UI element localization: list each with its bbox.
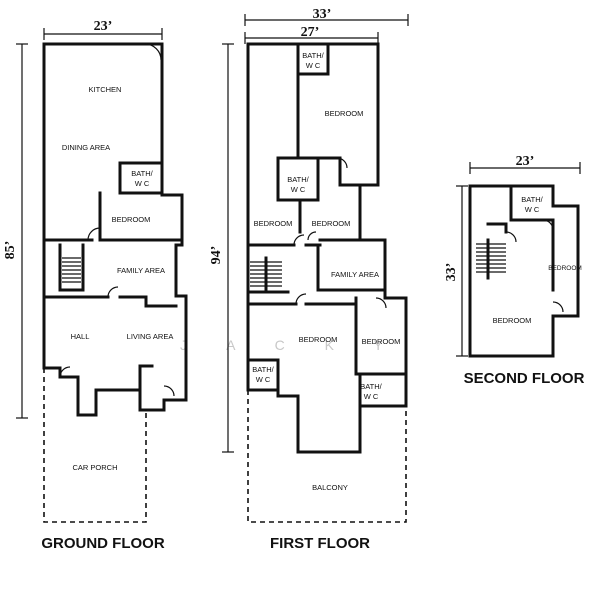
first-bath-lower [246,358,280,392]
second-width-dimension: 23’ [469,154,581,174]
first-bath-mid [276,156,320,202]
ground-floor-title: GROUND FLOOR [41,535,164,552]
first-outer-width-label: 33’ [313,7,332,22]
first-family-label: FAMILY AREA [331,270,379,279]
first-bath-mid-label-1: BATH/ [287,175,309,184]
first-bath-right-label-1: BATH/ [360,382,382,391]
watermark: J A C K Y [180,337,401,353]
ground-bath [118,161,164,195]
second-outer-wall [468,184,580,358]
first-balcony-outline [247,390,407,523]
second-stairs [476,243,506,273]
first-bath-mid-label-2: W C [291,185,306,194]
second-bath-label-2: W C [525,205,540,214]
ground-width-dimension: 23’ [43,19,163,40]
first-bath-top [296,42,330,76]
second-bedroom-main-label: BEDROOM [493,316,532,325]
ground-bath-label-1: BATH/ [131,169,153,178]
second-bath [509,184,555,222]
ground-bedroom-wall [98,191,184,242]
second-bedroom-side-label: BEDROOM [548,265,582,272]
second-length-dimension: 33’ [444,185,468,357]
ground-width-label: 23’ [94,19,113,34]
first-floor-plan: 33’ 27’ 94’ [209,7,409,552]
ground-stairs [62,257,81,283]
first-bedroom-left-label: BEDROOM [254,219,293,228]
ground-car-porch-outline [43,368,147,523]
ground-kitchen-label: KITCHEN [89,85,122,94]
second-floor-plan: 23’ 33’ BAT [444,154,585,387]
ground-length-label: 85’ [3,241,18,260]
first-length-label: 94’ [209,246,224,265]
first-bath-right [358,372,408,408]
second-length-label: 33’ [444,263,459,282]
first-inner-width-label: 27’ [301,25,320,40]
second-width-label: 23’ [516,154,535,169]
first-outer-width-dimension: 33’ [244,7,409,26]
ground-door-swing [144,43,162,61]
first-stairs [250,261,282,287]
ground-hall-label: HALL [71,332,90,341]
ground-family-label: FAMILY AREA [117,266,165,275]
second-bath-label-1: BATH/ [521,195,543,204]
ground-dining-label: DINING AREA [62,143,110,152]
first-floor-title: FIRST FLOOR [270,535,370,552]
ground-bath-label-2: W C [135,179,150,188]
ground-living-label: LIVING AREA [127,332,174,341]
first-balcony-label: BALCONY [312,483,348,492]
first-inner-width-dimension: 27’ [244,25,379,44]
second-floor-title: SECOND FLOOR [464,370,585,387]
first-bedroom-mid-label: BEDROOM [312,219,351,228]
first-length-dimension: 94’ [209,43,234,453]
first-bath-right-label-2: W C [364,392,379,401]
first-bedroom-front-label: BEDROOM [299,335,338,344]
first-bath-top-label-2: W C [306,61,321,70]
first-bath-lower-label-1: BATH/ [252,365,274,374]
ground-floor-plan: 23’ 85’ [3,19,188,552]
ground-outer-wall [42,42,188,417]
ground-bedroom-label: BEDROOM [112,215,151,224]
ground-car-porch-label: CAR PORCH [72,463,117,472]
first-bath-lower-label-2: W C [256,375,271,384]
first-bedroom-right-label: BEDROOM [362,337,401,346]
first-bedroom-main-label: BEDROOM [325,109,364,118]
ground-length-dimension: 85’ [3,43,28,419]
first-bath-top-label-1: BATH/ [302,51,324,60]
